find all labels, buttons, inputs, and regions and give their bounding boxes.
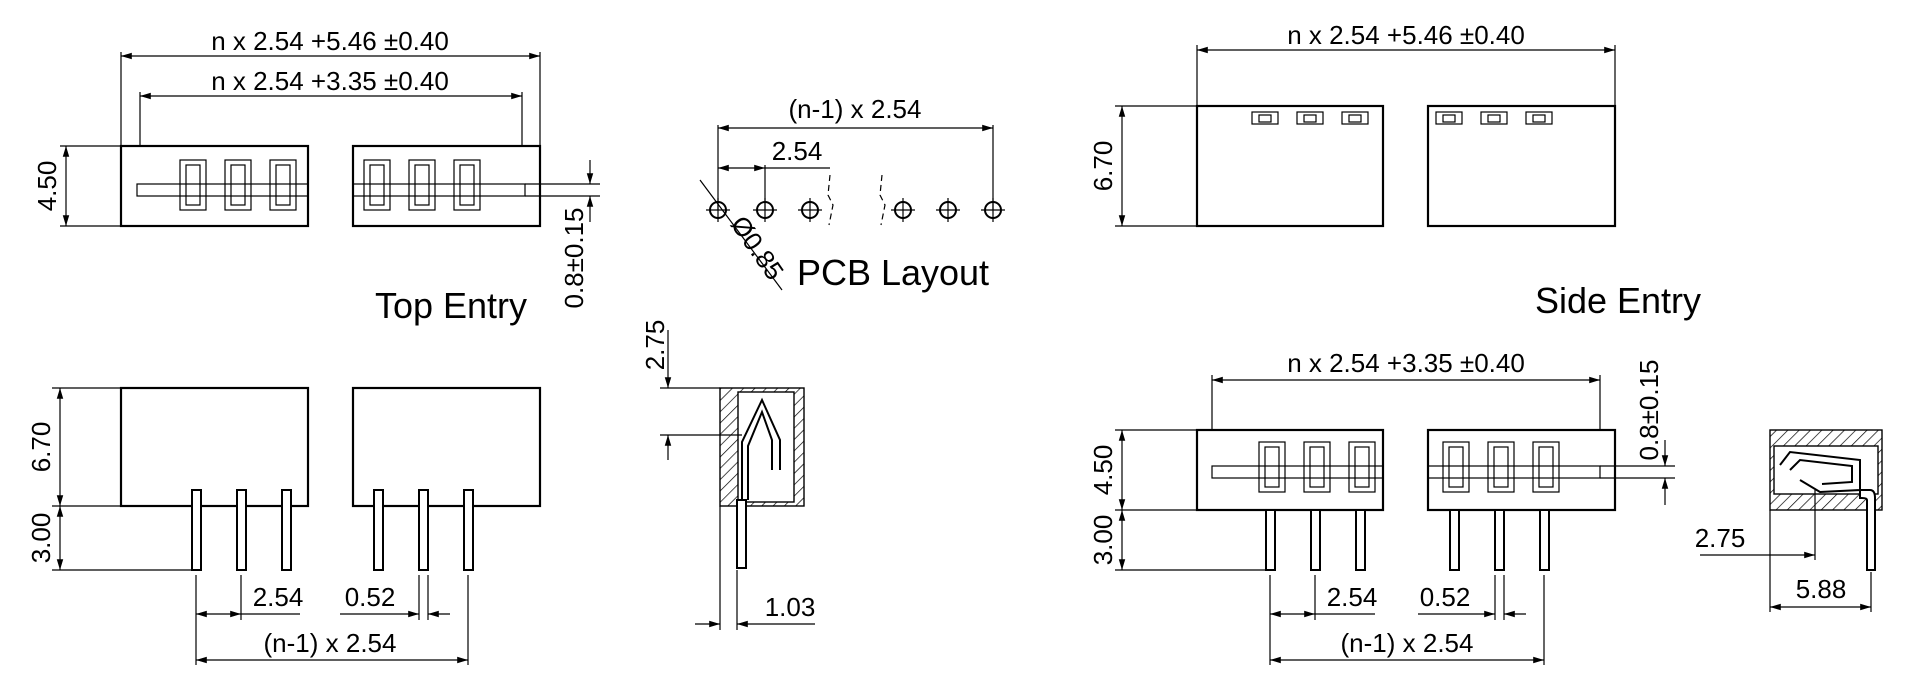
pcb-holes bbox=[706, 198, 1005, 222]
side-entry-section: 2.75 5.88 bbox=[1695, 429, 1883, 612]
top-dim-height: 4.50 bbox=[32, 161, 62, 212]
section-dim-offset: 1.03 bbox=[765, 592, 816, 622]
side-front-height: 4.50 bbox=[1088, 445, 1118, 496]
top-entry-section: 2.75 1.03 bbox=[640, 320, 815, 630]
pcb-dim-pitch: 2.54 bbox=[772, 136, 823, 166]
top-dim-overall: n x 2.54 +5.46 ±0.40 bbox=[211, 26, 449, 56]
side-entry-top-view: n x 2.54 +5.46 ±0.40 6.70 Side Entry bbox=[1088, 20, 1701, 321]
side-span: (n-1) x 2.54 bbox=[1341, 628, 1474, 658]
side-entry-caption: Side Entry bbox=[1535, 280, 1701, 321]
pcb-layout-caption: PCB Layout bbox=[797, 252, 989, 293]
top-dim-slot: 0.8±0.15 bbox=[559, 207, 589, 308]
side-notches bbox=[1251, 111, 1553, 125]
top-pin-length: 3.00 bbox=[26, 513, 56, 564]
side-dim-inner: n x 2.54 +3.35 ±0.40 bbox=[1287, 348, 1525, 378]
pcb-layout: (n-1) x 2.54 2.54 Ø0.85 PCB Layout bbox=[699, 94, 1005, 293]
top-entry-front-view: 6.70 3.00 2.54 0.52 (n-1) x 2.54 bbox=[26, 386, 542, 665]
top-dim-inner: n x 2.54 +3.35 ±0.40 bbox=[211, 66, 449, 96]
side-entry-front-view: n x 2.54 +3.35 ±0.40 4.50 3.00 0.8±0.15 bbox=[1088, 348, 1675, 665]
side-pin-width: 0.52 bbox=[1420, 582, 1471, 612]
side-pitch: 2.54 bbox=[1327, 582, 1378, 612]
pcb-dim-span: (n-1) x 2.54 bbox=[789, 94, 922, 124]
top-span: (n-1) x 2.54 bbox=[264, 628, 397, 658]
side-section-dim-a: 2.75 bbox=[1695, 523, 1746, 553]
pcb-hole-diameter: Ø0.85 bbox=[725, 210, 790, 285]
section-dim-height: 2.75 bbox=[640, 320, 670, 371]
top-front-height: 6.70 bbox=[26, 422, 56, 473]
side-section-dim-b: 5.88 bbox=[1796, 574, 1847, 604]
top-pin-width: 0.52 bbox=[345, 582, 396, 612]
top-entry-caption: Top Entry bbox=[375, 285, 527, 326]
top-entry-top-view: n x 2.54 +5.46 ±0.40 n x 2.54 +3.35 ±0.4… bbox=[32, 26, 600, 326]
side-dim-overall: n x 2.54 +5.46 ±0.40 bbox=[1287, 20, 1525, 50]
top-pitch: 2.54 bbox=[253, 582, 304, 612]
side-pin-length: 3.00 bbox=[1088, 515, 1118, 566]
side-dim-height: 6.70 bbox=[1088, 141, 1118, 192]
side-dim-slot: 0.8±0.15 bbox=[1634, 359, 1664, 460]
